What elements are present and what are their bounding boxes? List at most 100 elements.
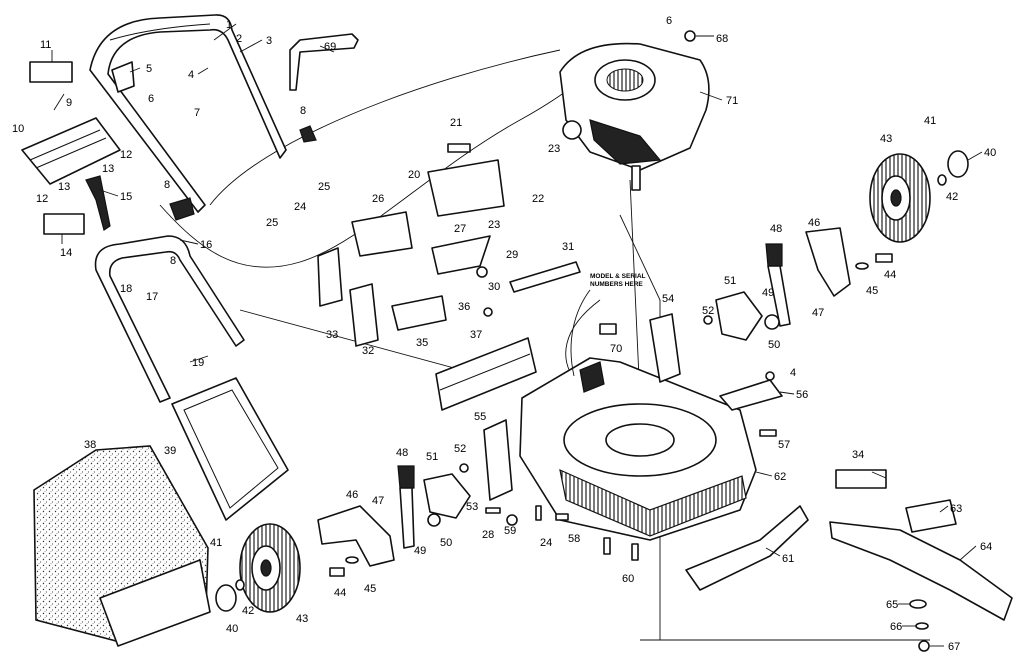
callout-69: 69 xyxy=(324,41,336,53)
callout-47-left: 47 xyxy=(372,495,384,507)
callout-42-left: 42 xyxy=(242,605,254,617)
washer-45-right xyxy=(855,262,869,270)
spring-50-left xyxy=(427,513,441,527)
clip-21 xyxy=(447,143,471,153)
callout-44-right: 44 xyxy=(884,269,896,281)
callout-44-left: 44 xyxy=(334,587,346,599)
spring-50-right xyxy=(764,314,780,330)
callout-7: 7 xyxy=(194,107,200,119)
callout-45-right: 45 xyxy=(866,285,878,297)
decal-14 xyxy=(43,213,85,235)
callout-45-left: 45 xyxy=(364,583,376,595)
deflector-27 xyxy=(431,235,491,275)
rail-31 xyxy=(509,261,581,293)
callout-25: 25 xyxy=(318,181,330,193)
callout-71: 71 xyxy=(726,95,738,107)
decal-11 xyxy=(29,61,73,83)
nut-68 xyxy=(684,30,696,42)
callout-48-left: 48 xyxy=(396,447,408,459)
callout-14: 14 xyxy=(60,247,72,259)
screw-58 xyxy=(555,513,569,521)
bracket-32 xyxy=(349,283,379,347)
screw-24-lower xyxy=(535,505,542,521)
callout-67: 67 xyxy=(948,641,960,653)
clip-8-lower xyxy=(169,197,195,221)
blade-64 xyxy=(829,521,1013,621)
callout-41-right: 41 xyxy=(924,115,936,127)
model-serial-line-1: MODEL & SERIAL xyxy=(590,273,646,280)
callout-35: 35 xyxy=(416,337,428,349)
hubcap-40-left xyxy=(215,584,237,612)
callout-42-right: 42 xyxy=(946,191,958,203)
handle-bracket-5 xyxy=(111,61,135,93)
nut-4-right xyxy=(765,371,775,381)
callout-70: 70 xyxy=(610,343,622,355)
callout-49-left: 49 xyxy=(414,545,426,557)
control-cable xyxy=(209,49,561,206)
callout-52-right: 52 xyxy=(702,305,714,317)
hubcap-40-right xyxy=(947,150,969,178)
left-wheel xyxy=(239,523,301,613)
screw-28 xyxy=(485,507,501,514)
washer-42-right xyxy=(937,174,947,186)
callout-3: 3 xyxy=(266,35,272,47)
lower-handle xyxy=(94,235,245,403)
callout-labels: 1 2 3 4 5 6 7 8 8 8 9 10 11 12 12 13 13 … xyxy=(12,15,996,653)
height-lever-left xyxy=(397,465,415,549)
callout-8-clip: 8 xyxy=(164,179,170,191)
nut-52-right xyxy=(703,315,713,325)
callout-13-left: 13 xyxy=(58,181,70,193)
washer-66 xyxy=(915,622,929,630)
callout-55: 55 xyxy=(474,411,486,423)
control-panel xyxy=(21,117,121,185)
callout-48-right: 48 xyxy=(770,223,782,235)
rear-skirt-37 xyxy=(435,337,537,411)
callout-41-left: 41 xyxy=(210,537,222,549)
callout-65: 65 xyxy=(886,599,898,611)
screw-57 xyxy=(759,429,777,437)
adjuster-plate-right xyxy=(715,291,763,341)
nut-30 xyxy=(476,266,488,278)
callout-4: 4 xyxy=(188,69,194,81)
nut-59 xyxy=(506,514,518,526)
callout-19: 19 xyxy=(192,357,204,369)
callout-46-right: 46 xyxy=(808,217,820,229)
callout-25-left: 25 xyxy=(266,217,278,229)
bolt-44-left xyxy=(329,567,345,577)
callout-37: 37 xyxy=(470,329,482,341)
callout-32: 32 xyxy=(362,345,374,357)
callout-24-lower: 24 xyxy=(540,537,552,549)
callout-27: 27 xyxy=(454,223,466,235)
bag-frame xyxy=(171,377,289,521)
mower-deck xyxy=(519,357,757,541)
screw-60a xyxy=(603,537,611,555)
screw-36 xyxy=(483,307,493,317)
adjuster-plate-left xyxy=(423,473,471,519)
clip-8-top xyxy=(299,125,317,143)
bracket-24-left xyxy=(317,247,343,307)
model-serial-arrow xyxy=(570,289,591,377)
washer-42-left xyxy=(235,579,245,591)
callout-22: 22 xyxy=(532,193,544,205)
callout-66: 66 xyxy=(890,621,902,633)
callout-2: 2 xyxy=(236,33,242,45)
callout-13: 13 xyxy=(102,163,114,175)
callout-43-left: 43 xyxy=(296,613,308,625)
callout-57: 57 xyxy=(778,439,790,451)
grass-bag xyxy=(33,445,211,647)
tab-70 xyxy=(599,323,617,335)
model-serial-line-2: NUMBERS HERE xyxy=(590,281,643,288)
bracket-26 xyxy=(351,211,413,257)
leader-lines xyxy=(51,23,983,647)
washer-45-left xyxy=(345,556,359,564)
callout-6-engine: 6 xyxy=(666,15,672,27)
callout-46-left: 46 xyxy=(346,489,358,501)
nut-52-left xyxy=(459,463,469,473)
callout-39: 39 xyxy=(164,445,176,457)
callout-38: 38 xyxy=(84,439,96,451)
cable-clip-69 xyxy=(289,33,359,91)
throttle-control xyxy=(85,175,111,231)
callout-26: 26 xyxy=(372,193,384,205)
callout-62: 62 xyxy=(774,471,786,483)
